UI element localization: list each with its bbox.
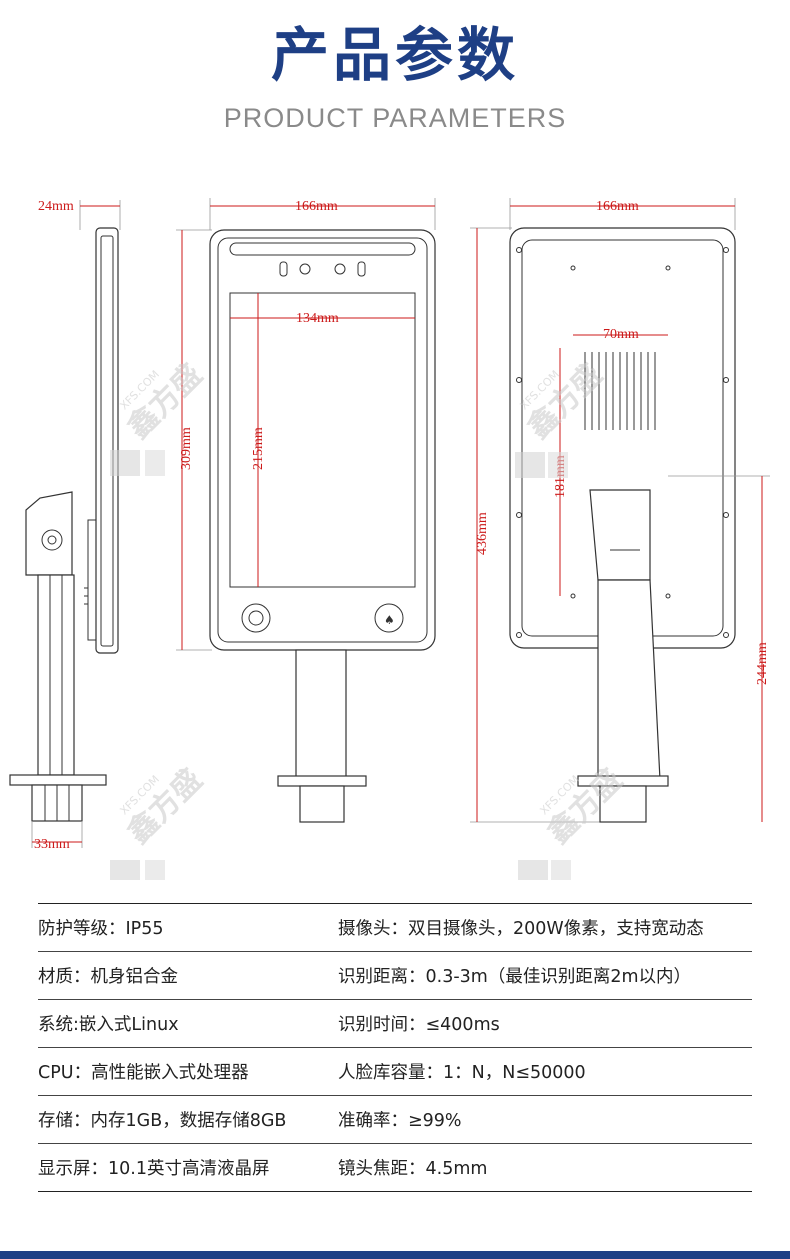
spec-recognition-time: 识别时间：≤400ms [338, 1015, 500, 1035]
svg-text:♠: ♠ [384, 613, 395, 627]
front-view: 166mm 309mm 134mm 215mm ♠ [176, 198, 436, 823]
spec-display: 显示屏：10.1英寸高清液晶屏 [38, 1159, 270, 1179]
dim-back-width: 166mm [596, 199, 639, 214]
back-view: 166mm 436mm 70mm 181mm [470, 198, 770, 823]
spec-cpu: CPU：高性能嵌入式处理器 [38, 1063, 249, 1083]
dim-screen-width: 134mm [296, 311, 339, 326]
dimension-drawing: 24mm 33mm 166mm 309mm [9, 198, 770, 880]
page-title: 产品参数 [270, 21, 519, 89]
dim-stand-height: 244mm [755, 642, 770, 685]
dim-total-height: 436mm [475, 512, 490, 555]
spec-protection: 防护等级：IP55 [38, 919, 164, 939]
spec-system: 系统:嵌入式Linux [38, 1015, 179, 1035]
spec-recognition-distance: 识别距离：0.3-3m（最佳识别距离2m以内） [338, 967, 692, 987]
bottom-bar [0, 1251, 790, 1259]
spec-accuracy: 准确率：≥99% [338, 1111, 462, 1131]
spec-table: 防护等级：IP55 摄像头：双目摄像头，200W像素，支持宽动态 材质：机身铝合… [38, 903, 752, 1192]
spec-row: 防护等级：IP55 摄像头：双目摄像头，200W像素，支持宽动态 [38, 904, 752, 952]
spec-row: 材质：机身铝合金 识别距离：0.3-3m（最佳识别距离2m以内） [38, 952, 752, 1000]
spec-material: 材质：机身铝合金 [38, 967, 178, 987]
spec-storage: 存储：内存1GB，数据存储8GB [38, 1111, 287, 1131]
dim-vent-width: 70mm [603, 327, 639, 342]
dim-screen-height: 215mm [251, 427, 266, 470]
spec-row: 存储：内存1GB，数据存储8GB 准确率：≥99% [38, 1096, 752, 1144]
spec-row: 显示屏：10.1英寸高清液晶屏 镜头焦距：4.5mm [38, 1144, 752, 1192]
dim-side-thickness: 24mm [38, 199, 74, 214]
dim-front-width: 166mm [295, 199, 338, 214]
spec-face-capacity: 人脸库容量：1：N，N≤50000 [338, 1063, 586, 1083]
side-view: 24mm 33mm [9, 199, 121, 852]
dim-pole-diameter: 33mm [34, 837, 70, 852]
page-subtitle: PRODUCT PARAMETERS [223, 103, 567, 133]
spec-row: CPU：高性能嵌入式处理器 人脸库容量：1：N，N≤50000 [38, 1048, 752, 1096]
dim-front-height: 309mm [179, 427, 194, 470]
spec-focal-length: 镜头焦距：4.5mm [338, 1159, 488, 1179]
spec-camera: 摄像头：双目摄像头，200W像素，支持宽动态 [338, 919, 704, 939]
spec-row: 系统:嵌入式Linux 识别时间：≤400ms [38, 1000, 752, 1048]
